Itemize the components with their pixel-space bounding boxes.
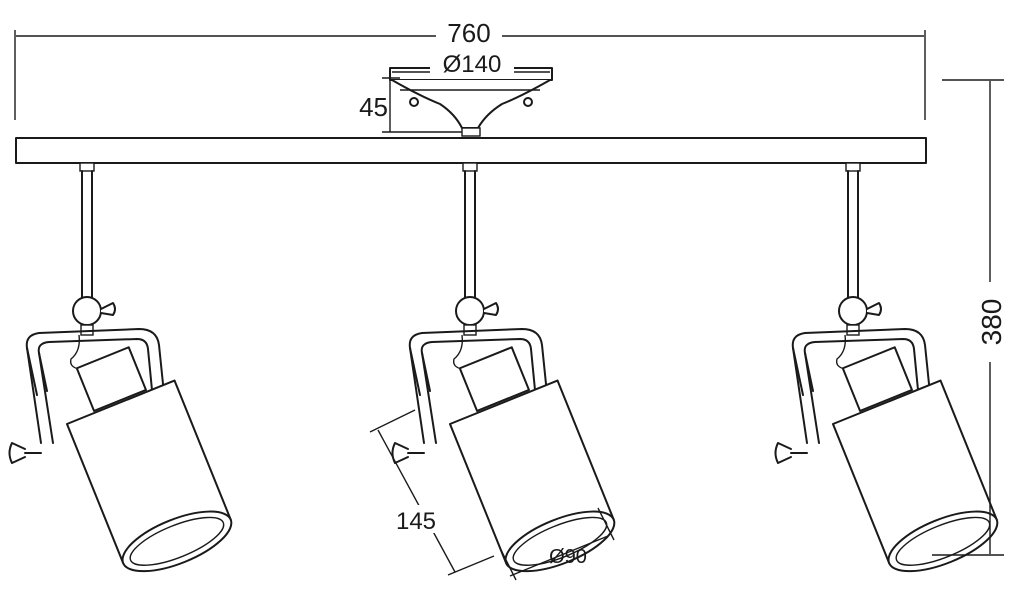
shade-length-label: 145 <box>396 508 436 535</box>
shade-diameter-dimension: Ø90 <box>499 507 615 581</box>
total-width-dimension: 760 <box>14 18 926 120</box>
canopy-diameter-dimension: Ø140 <box>392 50 550 78</box>
canopy-diameter-label: Ø140 <box>443 51 502 78</box>
canopy-height-dimension: 45 <box>359 77 462 133</box>
spotlight-right <box>774 162 1006 585</box>
total-height-dimension: 380 <box>932 79 1010 556</box>
shade-length-dimension: 145 <box>369 409 495 576</box>
total-height-label: 380 <box>976 299 1007 346</box>
total-width-label: 760 <box>447 18 490 48</box>
canopy-height-label: 45 <box>359 92 388 122</box>
shade-diameter-label: Ø90 <box>549 546 587 568</box>
canopy <box>389 67 553 137</box>
mounting-bar <box>15 137 927 164</box>
spotlight-left <box>8 162 240 585</box>
